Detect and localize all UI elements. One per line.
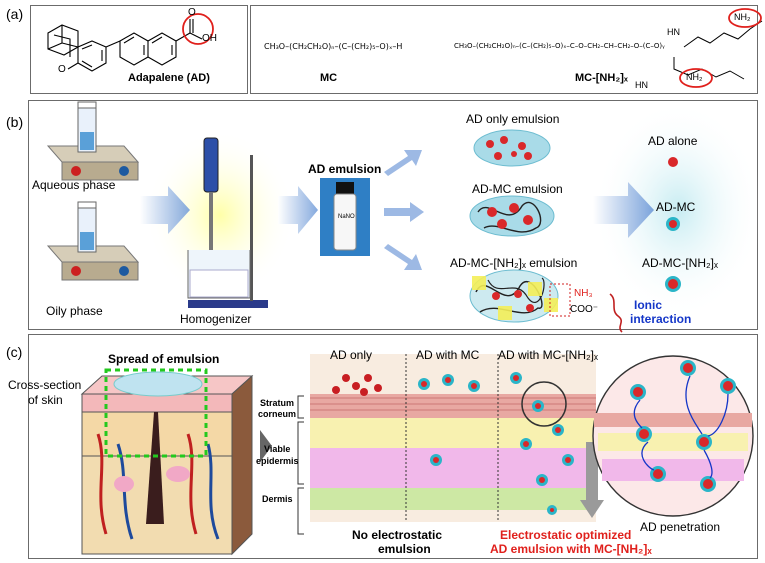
dermis-label: Dermis [262,494,293,504]
panel-b-graphics [46,100,763,333]
mc-nh2-formula: CH₃O–(CH₂CH₂O)ₙ–(C–(CH₂)₅–O)ₓ–C–O–CH₂–CH… [454,42,665,50]
aqueous-hotplate [46,101,140,181]
panel-b-label: (b) [6,114,24,130]
ad-emulsion-label: AD emulsion [308,162,382,176]
result-ad-alone: AD alone [648,134,698,148]
oily-phase-label: Oily phase [46,304,103,318]
no-electrostatic-line2: emulsion [378,542,431,556]
mc-nh2-sidechains [673,8,763,88]
viable-label: Viable [264,444,291,454]
col-ad-with-mc: AD with MC [416,348,480,362]
adapalene-structure [47,13,214,72]
result-ad-mc: AD-MC [656,200,696,214]
col-ad-with-mc-nh2: AD with MC-[NH₂]ₓ [498,348,598,362]
polymer-structures-box [250,5,758,94]
cross-section-label: Cross-section [8,378,82,392]
mc-formula: CH₃O–(CH₂CH₂O)ₙ–(C–(CH₂)₅–O)ₓ–H [264,42,403,51]
epidermis-label: epidermis [256,456,299,466]
corneum-label: corneum [258,409,297,419]
panel-c-label: (c) [6,344,23,360]
mc-nh2-name: MC-[NH₂]ₓ [575,72,628,84]
emulsion-ad-mc-nh2: AD-MC-[NH₂]ₓ emulsion [450,256,578,270]
spread-label: Spread of emulsion [108,352,220,366]
interaction-label: interaction [630,312,692,326]
emulsion-blobs [469,129,571,323]
emulsion-ad-mc: AD-MC emulsion [472,182,563,196]
of-skin-label: of skin [28,393,63,407]
mc-nh2-hn-bottom: HN [635,80,648,90]
electrostatic-line1: Electrostatic optimized [500,528,632,542]
mc-name: MC [320,72,338,84]
result-ad-mc-nh2: AD-MC-[NH₂]ₓ [642,256,718,270]
adapalene-structure-box [30,5,248,94]
adapalene-methoxy: O [58,64,66,75]
adapalene-carbonyl-o: O [188,7,196,18]
aqueous-phase-label: Aqueous phase [32,178,116,192]
mc-nh2-amine-bottom: NH₂ [686,72,703,82]
penetration-label: AD penetration [640,520,721,534]
mc-nh2-amine-top: NH₂ [734,12,751,22]
oily-hotplate [46,201,140,281]
stratum-label: Stratum [260,398,295,408]
vial-label: NaNO [338,214,355,220]
adapalene-name: Adapalene (AD) [128,72,210,84]
ionic-label: Ionic [634,298,663,312]
penetration-magnified [592,355,754,517]
homogenizer-label: Homogenizer [180,312,252,326]
panel-c-graphics [80,354,754,556]
col-ad-only: AD only [330,348,373,362]
mc-nh2-hn-top: HN [667,27,680,37]
adapalene-oh: OH [202,33,217,44]
emulsion-ad-only: AD only emulsion [466,112,560,126]
electrostatic-line2: AD emulsion with MC-[NH₂]ₓ [490,542,652,556]
panel-a-label: (a) [6,6,24,22]
nh3-label: NH₃ [574,288,593,299]
no-electrostatic-line1: No electrostatic [352,528,443,542]
homogenizer [187,137,268,308]
coo-label: COO⁻ [570,304,599,315]
